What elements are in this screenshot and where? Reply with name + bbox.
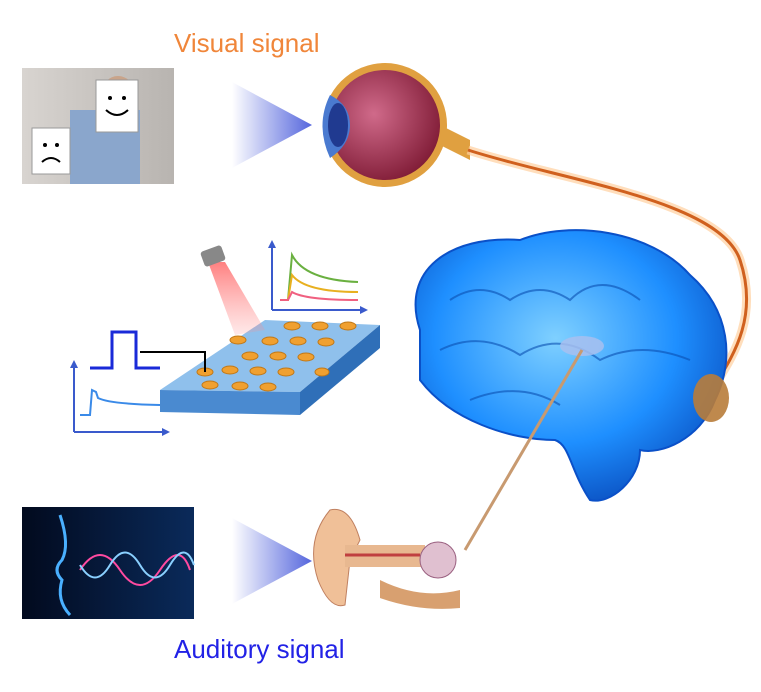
input-pulse-plot <box>70 330 170 436</box>
visual-cortex-marker <box>693 374 729 422</box>
visual-arrow-icon <box>232 82 312 168</box>
auditory-stimulus-photo <box>22 507 195 619</box>
ear-illustration <box>313 508 460 609</box>
auditory-nerve-pathway <box>463 349 584 551</box>
synaptic-device-array <box>140 245 380 415</box>
eye-illustration <box>322 63 470 187</box>
visual-stimulus-photo <box>22 68 174 184</box>
output-response-plot <box>268 240 368 314</box>
light-source-icon <box>200 245 226 267</box>
light-beam <box>208 262 265 335</box>
auditory-cortex-marker <box>560 336 604 356</box>
auditory-arrow-icon <box>232 518 312 604</box>
brain-illustration <box>414 229 729 502</box>
visual-signal-label: Visual signal <box>174 28 320 58</box>
auditory-signal-label: Auditory signal <box>174 634 345 664</box>
